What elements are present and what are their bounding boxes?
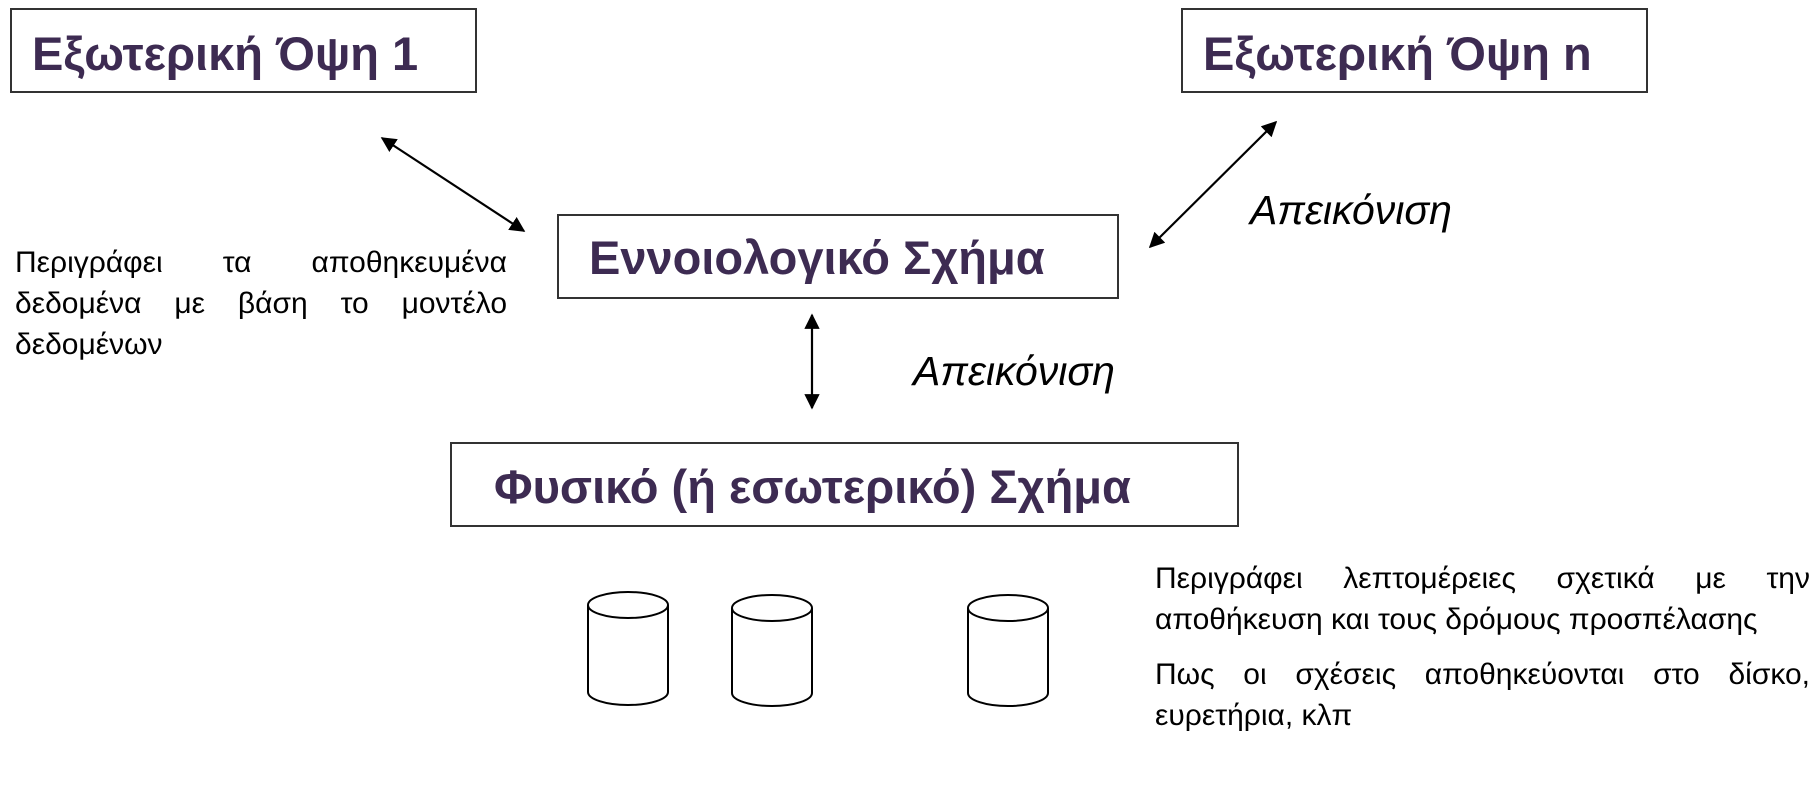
mapping-label-middle: Απεικόνιση <box>913 348 1115 394</box>
physical-description-text-2: Πως οι σχέσεις αποθηκεύονται στο δίσκο, … <box>1155 658 1810 732</box>
database-cylinder-icon-2 <box>731 594 813 707</box>
database-cylinder-icon-3 <box>967 594 1049 707</box>
conceptual-description-text: Περιγράφει τα αποθηκευμένα δεδομένα με β… <box>15 246 507 361</box>
external-view-1-box <box>10 8 477 93</box>
conceptual-schema-label: Εννοιολογικό Σχήμα <box>589 231 1045 284</box>
double-arrow-icon-right <box>1148 120 1278 249</box>
physical-description: Περιγράφει λεπτομέρειες σχετικά με την α… <box>1155 558 1810 736</box>
external-view-n-label: Εξωτερική Όψη n <box>1203 27 1592 80</box>
physical-schema-box <box>450 442 1239 527</box>
physical-schema-label: Φυσικό (ή εσωτερικό) Σχήμα <box>494 460 1131 513</box>
mapping-label-top-right: Απεικόνιση <box>1250 187 1452 233</box>
database-cylinder-icon-1 <box>587 591 669 706</box>
conceptual-schema-box <box>557 214 1119 299</box>
physical-description-text-1: Περιγράφει λεπτομέρειες σχετικά με την α… <box>1155 562 1810 636</box>
double-arrow-icon-left <box>380 137 526 232</box>
external-view-1-label: Εξωτερική Όψη 1 <box>32 27 419 80</box>
conceptual-description: Περιγράφει τα αποθηκευμένα δεδομένα με β… <box>15 242 507 365</box>
external-view-n-box <box>1181 8 1648 93</box>
